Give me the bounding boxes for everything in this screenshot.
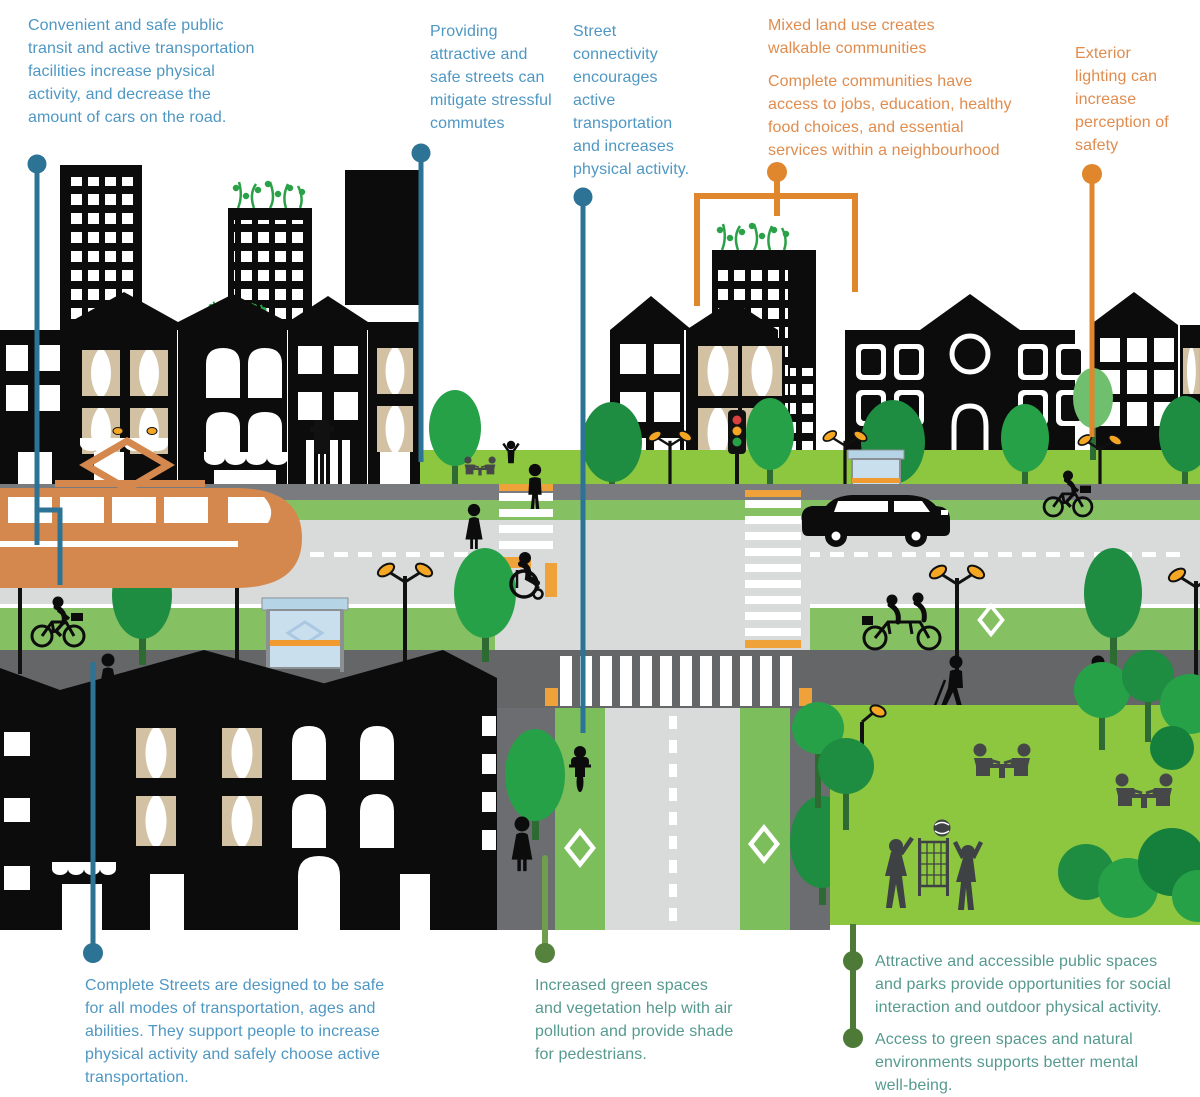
people	[32, 463, 1105, 872]
townhouse-icon	[0, 650, 497, 930]
annotation-nature-access: Access to green spaces and natural envir…	[875, 1031, 1139, 1094]
tandem-cyclists-icon	[862, 592, 942, 651]
crosswalk	[745, 490, 801, 648]
traffic-light-icon	[310, 420, 334, 500]
marker-transit	[27, 154, 63, 585]
park	[792, 650, 1200, 925]
traffic-light-icon	[728, 410, 746, 500]
marker-green-spaces	[535, 855, 555, 963]
annotation-lighting: Exterior lighting can increase perceptio…	[1075, 45, 1169, 154]
annotation-mixed-use-body: Complete communities have access to jobs…	[768, 73, 1012, 159]
side-street	[497, 708, 830, 930]
car-icon	[801, 495, 950, 547]
annotation-attractive-streets: Providing attractive and safe streets ca…	[430, 23, 552, 132]
bus-shelter-icon	[261, 597, 349, 672]
marker-mixed-use-bracket	[694, 162, 858, 306]
wheelchair-user-icon	[509, 552, 544, 600]
annotation-transit: Convenient and safe public transit and a…	[28, 17, 255, 126]
marker-connectivity	[573, 187, 593, 733]
lane-dashes	[310, 552, 1180, 557]
waving-person-icon	[502, 440, 520, 464]
marker-public-spaces	[843, 924, 863, 1048]
tree-icon	[429, 368, 1200, 500]
crosswalk	[545, 656, 812, 706]
annotation-mixed-use-heading: Mixed land use creates walkable communit…	[768, 17, 935, 57]
crosswalk	[499, 484, 557, 597]
annotation-markers	[27, 143, 1102, 1048]
marker-attractive-streets	[411, 143, 431, 462]
tram-icon	[0, 436, 302, 588]
marker-lighting	[1082, 164, 1102, 437]
annotation-green-spaces: Increased green spaces and vegetation he…	[535, 977, 734, 1063]
annotation-connectivity: Street connectivity encourages active tr…	[573, 23, 690, 178]
tree-icon	[792, 650, 1200, 922]
annotation-complete-streets: Complete Streets are designed to be safe…	[85, 977, 385, 1086]
skyscraper-icon	[345, 170, 423, 305]
pedestrian-cane-icon	[932, 655, 963, 709]
volleyball-icon	[885, 819, 984, 910]
marker-complete-streets	[83, 662, 103, 963]
skyscraper-icon	[60, 165, 142, 335]
annotation-public-spaces: Attractive and accessible public spaces …	[875, 953, 1171, 1016]
